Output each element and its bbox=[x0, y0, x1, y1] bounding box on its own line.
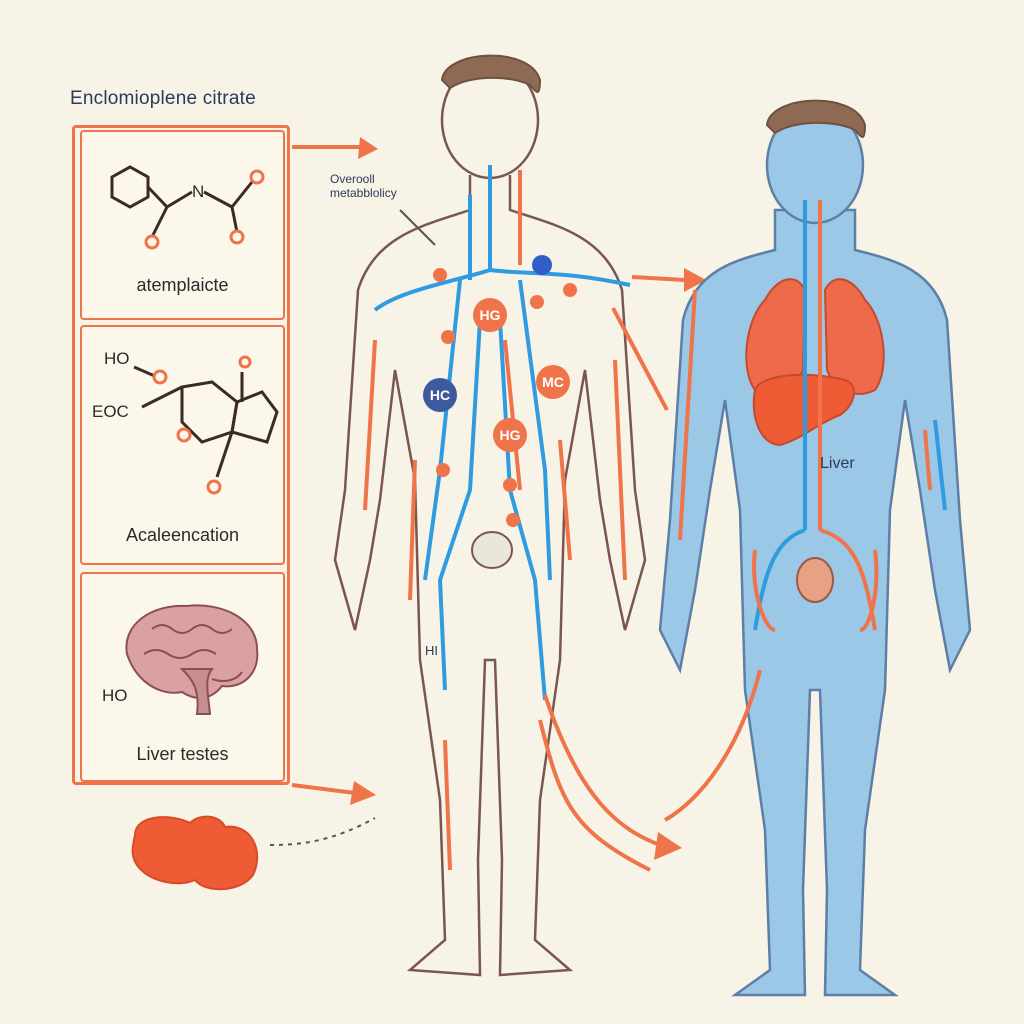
panel-molecule-2: HO EOC Acaleencation bbox=[80, 325, 285, 565]
arrow-to-right-figure bbox=[631, 268, 706, 292]
callout-line-1: Overooll bbox=[330, 172, 375, 186]
callout-line-2: metabblolicy bbox=[330, 186, 397, 200]
leg-label: HI bbox=[425, 643, 438, 658]
node-tags bbox=[423, 298, 570, 452]
arrow-right-bottom bbox=[291, 781, 376, 805]
panel-molecule-1: N atemplaicte bbox=[80, 130, 285, 320]
diagram-title: Enclomioplene citrate bbox=[70, 88, 256, 109]
panel-3-caption: Liver testes bbox=[136, 744, 229, 764]
atom-label: EOC bbox=[92, 402, 129, 421]
atom-label: N bbox=[192, 182, 205, 201]
atom-label: HO bbox=[102, 686, 128, 705]
orange-vessel-paths bbox=[363, 170, 651, 872]
arrow-diagonal bbox=[611, 307, 669, 411]
metabolism-callout: Overooll metabblolicy bbox=[330, 172, 480, 200]
hair-icon bbox=[440, 54, 542, 93]
panel-2-caption: Acaleencation bbox=[125, 525, 240, 545]
curved-arrow-lower bbox=[543, 669, 762, 860]
brain-icon bbox=[125, 604, 259, 715]
molecule-1-structure bbox=[110, 165, 265, 250]
atom-label: HO bbox=[104, 349, 130, 368]
panel-brain: HO Liver testes bbox=[80, 572, 285, 782]
arrow-right-top bbox=[292, 137, 378, 159]
right-vessels bbox=[678, 200, 947, 632]
human-figure-blue bbox=[658, 99, 972, 997]
panel-frame bbox=[72, 125, 290, 785]
hair-icon bbox=[765, 99, 867, 138]
panel-1-caption: atemplaicte bbox=[136, 275, 229, 295]
dotted-connector bbox=[269, 817, 376, 846]
molecule-2-structure bbox=[133, 355, 279, 495]
human-figure-outline bbox=[333, 54, 651, 977]
liver-label: Liver bbox=[820, 455, 855, 472]
organ-pelvis bbox=[796, 557, 834, 603]
vessel-nodes bbox=[433, 255, 577, 569]
liver-organ-icon bbox=[131, 815, 259, 891]
